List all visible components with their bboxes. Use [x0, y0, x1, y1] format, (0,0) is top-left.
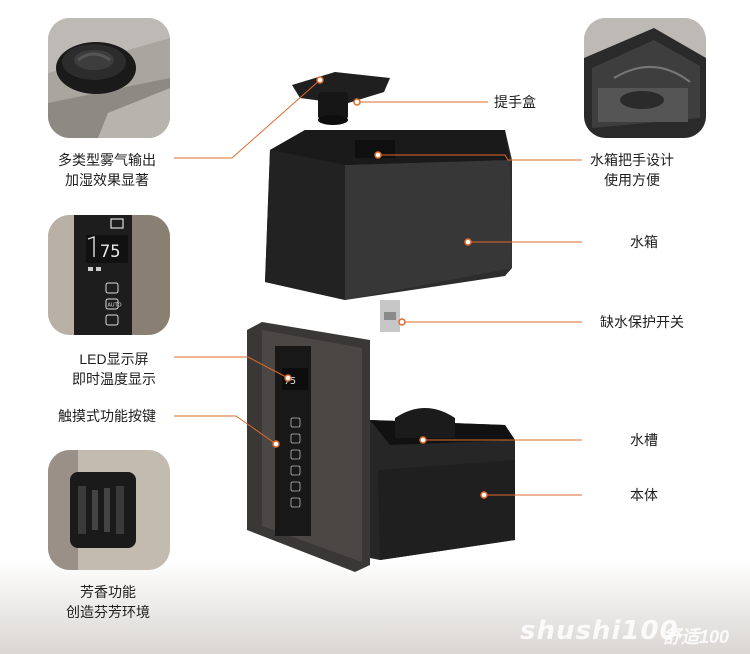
body-temperature-readout: 75	[284, 376, 296, 387]
label-touch-keys: 触摸式功能按键	[58, 408, 156, 424]
led-panel-closeup: 75 AUTO	[48, 215, 170, 335]
label-mist-output: 多类型雾气输出 加湿效果显著	[58, 152, 156, 188]
label-aroma: 芳香功能 创造芬芳环境	[66, 584, 150, 620]
label-low-water-switch: 缺水保护开关	[600, 314, 684, 330]
background-gradient	[0, 560, 750, 654]
led-screen-dot	[284, 374, 292, 382]
mist-output-dot	[316, 76, 324, 84]
water-trough-dot	[419, 436, 427, 444]
label-led-screen: LED显示屏 即时温度显示	[72, 351, 156, 387]
inset-mist-output	[48, 18, 170, 138]
mist-output-closeup	[48, 18, 170, 138]
inset-led-panel: 75 AUTO	[48, 215, 170, 335]
main-body-dot	[480, 491, 488, 499]
inset-tank-handle	[584, 18, 706, 138]
low-water-switch-dot	[398, 318, 406, 326]
label-tank-handle: 水箱把手设计 使用方便	[590, 152, 674, 188]
water-tank-dot	[464, 238, 472, 246]
water-tank-part	[265, 130, 512, 332]
label-lift-box: 提手盒	[494, 94, 536, 110]
tank-handle-closeup	[584, 18, 706, 138]
watermark-latin: shushi100	[520, 616, 679, 646]
touch-keys-dot	[272, 440, 280, 448]
led-temperature-readout: 75	[100, 242, 120, 262]
label-main-body: 本体	[630, 487, 658, 503]
aroma-closeup	[48, 450, 170, 570]
tank-handle-dot	[374, 151, 382, 159]
label-water-trough: 水槽	[630, 432, 658, 448]
watermark-cn: 舒适100	[663, 627, 730, 647]
lift-box-dot	[353, 98, 361, 106]
label-water-tank: 水箱	[630, 234, 658, 250]
auto-key-label: AUTO	[108, 303, 122, 309]
inset-aroma	[48, 450, 170, 570]
main-body-part: 75	[247, 322, 515, 572]
